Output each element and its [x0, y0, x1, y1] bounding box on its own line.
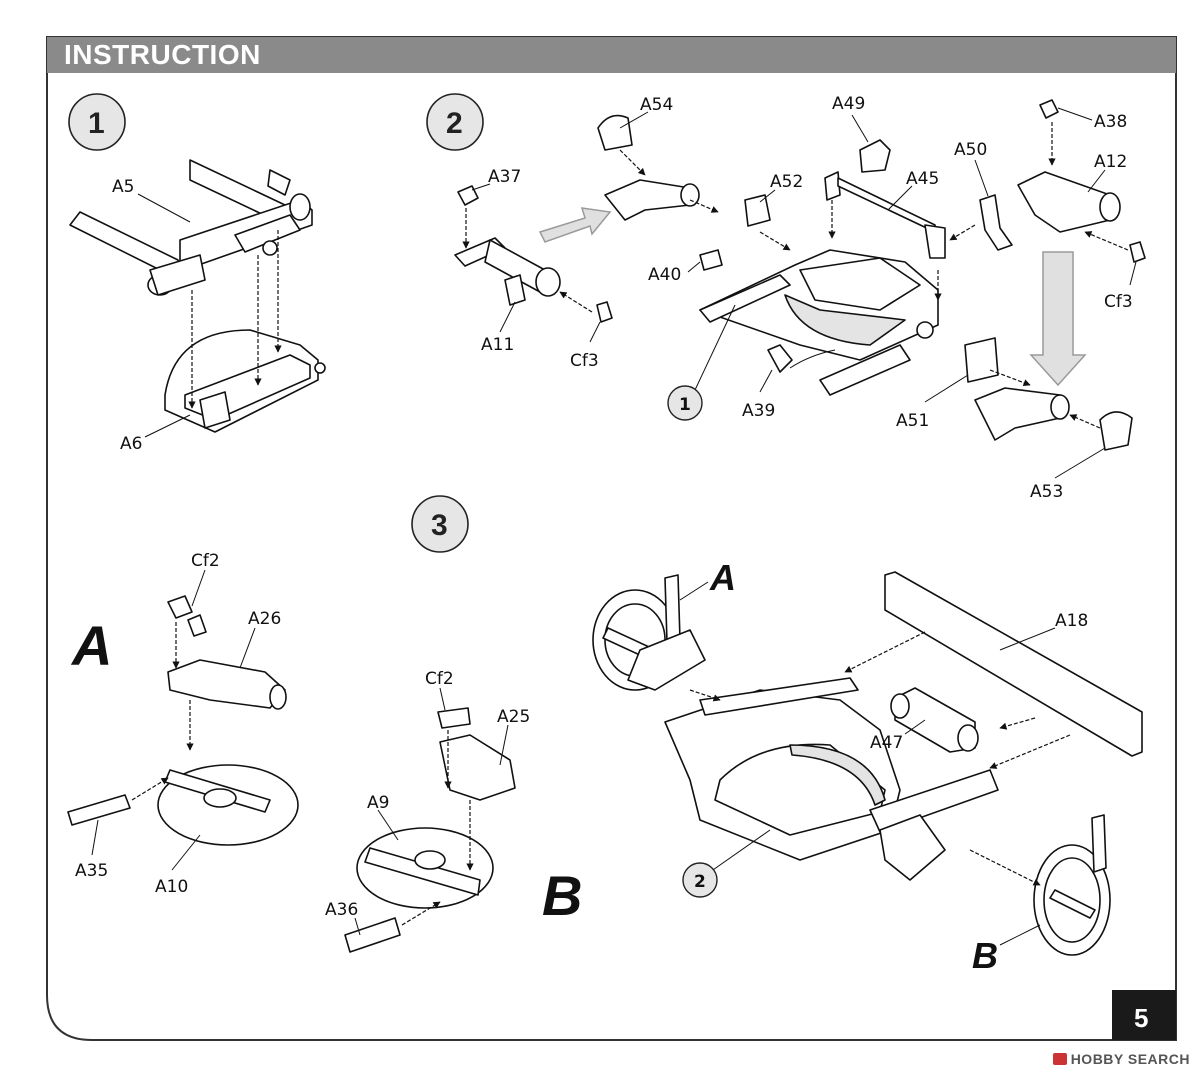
label-a47: A47: [870, 733, 903, 753]
step-2-number: 2: [446, 107, 463, 140]
label-a36: A36: [325, 900, 358, 920]
label-a18: A18: [1055, 611, 1088, 631]
part-a54-drawing: [597, 114, 700, 221]
label-a54: A54: [640, 95, 673, 115]
label-cf3-left: Cf3: [570, 351, 599, 371]
label-cf2-b: Cf2: [425, 669, 454, 689]
label-a49: A49: [832, 94, 865, 114]
header-title: INSTRUCTION: [64, 39, 261, 70]
label-a38: A38: [1094, 112, 1127, 132]
page-number-box: [1112, 990, 1176, 1040]
ref-step-1-badge: [667, 385, 703, 421]
label-a50: A50: [954, 140, 987, 160]
subassembly-b-drawing: [344, 707, 516, 953]
part-hull-drawing: [699, 249, 939, 396]
page-border: [46, 36, 1177, 1041]
label-cf3-right: Cf3: [1104, 292, 1133, 312]
flow-arrow-down: [1029, 251, 1087, 387]
ref-b-label: B: [972, 935, 998, 976]
step-1-badge: [68, 93, 126, 151]
label-a45: A45: [906, 169, 939, 189]
part-a11-drawing: [454, 185, 613, 323]
ref-a-label: A: [709, 557, 736, 598]
label-a25: A25: [497, 707, 530, 727]
watermark: HOBBY SEARCH: [1052, 1051, 1190, 1067]
ref-step-2-number: 2: [694, 872, 706, 892]
part-a12-drawing: [1017, 99, 1146, 263]
label-a5: A5: [112, 177, 134, 197]
header-bar: [47, 37, 1176, 73]
label-a37: A37: [488, 167, 521, 187]
page-number: 5: [1134, 1003, 1148, 1033]
hobbysearch-logo-icon: [1052, 1053, 1067, 1065]
step-2-badge: [426, 93, 484, 151]
part-a6-drawing: [164, 329, 326, 433]
step-3-badge: [411, 495, 469, 553]
label-a6: A6: [120, 434, 142, 454]
step-3-number: 3: [431, 509, 448, 542]
label-a39: A39: [742, 401, 775, 421]
label-a26: A26: [248, 609, 281, 629]
label-a12: A12: [1094, 152, 1127, 172]
main-assembly-drawing: [592, 571, 1143, 956]
flow-arrow-right: [538, 207, 612, 243]
part-a5-drawing: [69, 159, 313, 296]
label-a11: A11: [481, 335, 514, 355]
label-a35: A35: [75, 861, 108, 881]
step-2: 2: [426, 93, 1146, 502]
step-3: 3 A Cf2 A26 A35 A10 B: [67, 495, 1143, 976]
ref-step-1-number: 1: [679, 395, 691, 415]
subassembly-a-label: A: [70, 614, 112, 677]
step-1: 1 A5 A6: [68, 93, 326, 454]
label-cf2-a: Cf2: [191, 551, 220, 571]
label-a53: A53: [1030, 482, 1063, 502]
part-a45-drawing: [699, 139, 1013, 271]
step-1-number: 1: [88, 107, 105, 140]
label-a10: A10: [155, 877, 188, 897]
label-a52: A52: [770, 172, 803, 192]
label-a51: A51: [896, 411, 929, 431]
subassembly-b-label: B: [542, 864, 582, 927]
watermark-text: HOBBY SEARCH: [1070, 1051, 1190, 1067]
label-a40: A40: [648, 265, 681, 285]
subassembly-a-drawing: [67, 595, 299, 846]
ref-step-2-badge: [682, 862, 718, 898]
label-a9: A9: [367, 793, 389, 813]
part-a53-drawing: [767, 337, 1133, 451]
